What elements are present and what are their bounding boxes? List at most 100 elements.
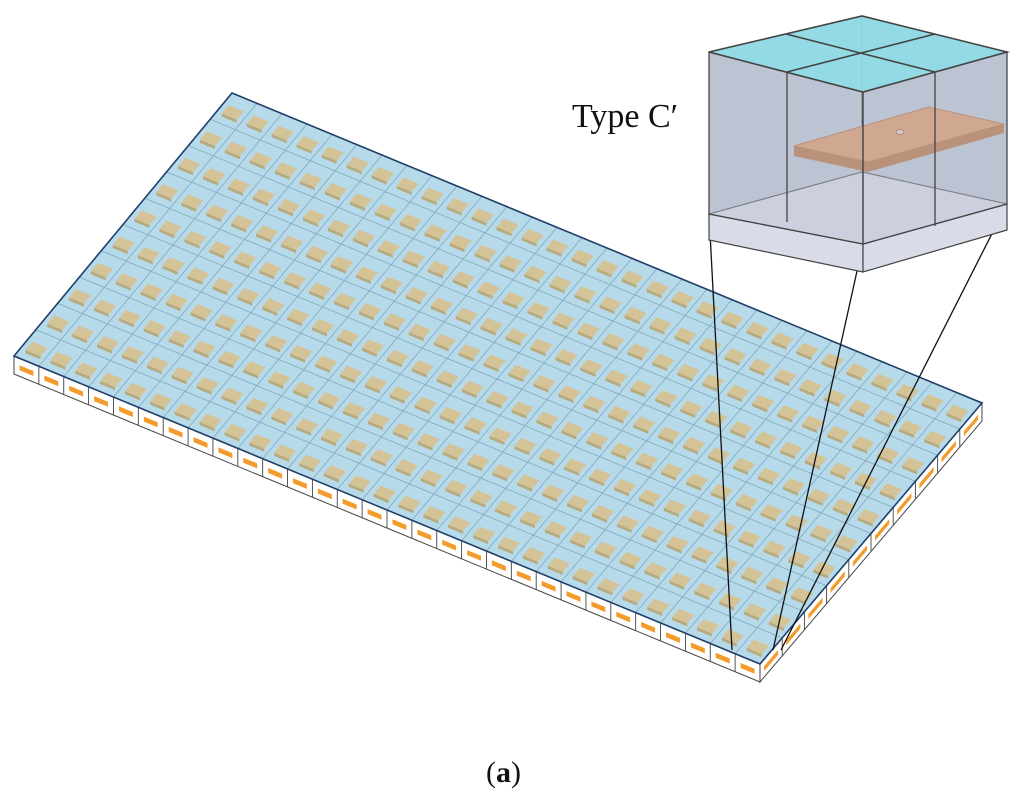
- base-plate: [963, 414, 978, 437]
- resonator-plate-edge: [134, 218, 150, 228]
- resonator-plate: [746, 639, 769, 655]
- resonator-plate-edge: [364, 384, 380, 394]
- resonator-plate: [237, 288, 260, 303]
- resonator-plate-edge: [619, 560, 635, 570]
- resonator-plate-edge: [249, 442, 265, 452]
- resonator-plate-edge: [256, 233, 272, 243]
- base-plate: [808, 597, 823, 620]
- resonator-plate-edge: [278, 207, 293, 217]
- resonator-plate-edge: [421, 196, 437, 206]
- resonator-plate: [810, 524, 833, 540]
- resonator-plate: [355, 266, 378, 281]
- resonator-plate: [577, 322, 600, 338]
- resonator-plate: [115, 273, 138, 288]
- resonator-plate: [474, 244, 497, 260]
- resonator-plate-edge: [215, 322, 231, 332]
- resonator-plate: [677, 364, 700, 379]
- resonator-plate-edge: [392, 431, 408, 441]
- resonator-plate-edge: [471, 216, 487, 226]
- figure-caption: (a): [486, 756, 521, 790]
- resonator-plate-edge: [224, 432, 240, 442]
- resonator-plate: [758, 467, 780, 483]
- resonator-plate: [555, 348, 578, 364]
- resonator-plate: [125, 382, 147, 398]
- resonator-plate: [583, 395, 606, 411]
- resonator-plate: [697, 619, 719, 634]
- resonator-plate-edge: [399, 222, 415, 232]
- resonator-plate: [442, 443, 465, 458]
- resonator-plate-edge: [165, 302, 181, 312]
- resonator-plate-edge: [377, 248, 393, 258]
- base-plate: [69, 385, 84, 397]
- resonator-plate: [733, 457, 756, 473]
- resonator-plate: [552, 312, 575, 327]
- resonator-plate: [72, 325, 95, 341]
- resonator-plate: [455, 307, 478, 323]
- resonator-plate-edge: [546, 247, 562, 257]
- resonator-plate: [827, 425, 850, 441]
- resonator-plate: [835, 535, 858, 550]
- resonator-plate-edge: [458, 352, 474, 362]
- resonator-plate: [299, 172, 322, 188]
- resonator-plate: [752, 395, 775, 410]
- resonator-plate: [549, 275, 572, 291]
- resonator-plate-edge: [589, 477, 605, 487]
- resonator-plate: [405, 287, 428, 302]
- resonator-plate-edge: [871, 382, 887, 392]
- resonator-plate-edge: [337, 337, 352, 347]
- resonator-plate-edge: [874, 418, 890, 428]
- resonator-plate: [599, 296, 622, 312]
- resonator-plate: [439, 406, 462, 422]
- resonator-plate: [168, 330, 191, 345]
- resonator-plate-edge: [499, 263, 515, 273]
- resonator-plate-edge: [271, 134, 287, 144]
- resonator-plate: [398, 495, 421, 511]
- resonator-plate-edge: [449, 243, 465, 253]
- resonator-plate-edge: [495, 508, 511, 518]
- inset-plate-right: [868, 124, 1004, 172]
- resonator-plate-edge: [827, 434, 843, 444]
- resonator-plate: [496, 218, 519, 234]
- resonator-plate: [658, 426, 681, 442]
- resonator-plate: [572, 567, 595, 583]
- resonator-plate: [807, 488, 830, 503]
- resonator-plate-edge: [284, 280, 300, 290]
- zoom-callout-lines: [708, 203, 1008, 651]
- resonator-plate-edge: [75, 370, 91, 380]
- resonator-plate-edge: [536, 420, 552, 430]
- resonator-plate-edge: [348, 483, 364, 493]
- resonator-plate-edge: [680, 408, 696, 418]
- base-plate: [243, 457, 258, 469]
- resonator-plate: [312, 318, 335, 334]
- resonator-plate-edge: [389, 394, 405, 404]
- resonator-plate-edge: [899, 428, 915, 438]
- resonator-plate-edge: [259, 270, 275, 280]
- caption-open-paren: (: [486, 756, 496, 789]
- resonator-plate: [547, 557, 570, 572]
- resonator-plate: [421, 187, 444, 203]
- resonator-plate: [713, 520, 736, 535]
- resonator-plate-edge: [508, 373, 524, 383]
- resonator-plate: [50, 352, 73, 367]
- resonator-plate-edge: [402, 258, 418, 269]
- resonator-plate: [228, 178, 250, 193]
- resonator-plate-edge: [608, 414, 624, 424]
- resonator-plate: [774, 368, 797, 384]
- resonator-plate: [181, 194, 204, 209]
- resonator-plate: [231, 214, 254, 230]
- resonator-plate-edge: [140, 291, 156, 301]
- resonator-plate: [521, 229, 544, 244]
- resonator-plate-edge: [221, 113, 237, 123]
- resonator-plate-edge: [763, 549, 779, 559]
- resonator-plate: [558, 385, 581, 400]
- resonator-plate: [143, 320, 166, 335]
- resonator-plate: [533, 375, 556, 390]
- resonator-plate: [899, 420, 922, 435]
- resonator-plate: [771, 332, 794, 347]
- resonator-plate: [536, 411, 559, 427]
- resonator-plate-edge: [442, 451, 458, 461]
- resonator-plate-edge: [149, 401, 165, 411]
- resonator-plate: [674, 327, 697, 343]
- resonator-plate: [921, 394, 944, 409]
- resonator-plate: [669, 572, 692, 587]
